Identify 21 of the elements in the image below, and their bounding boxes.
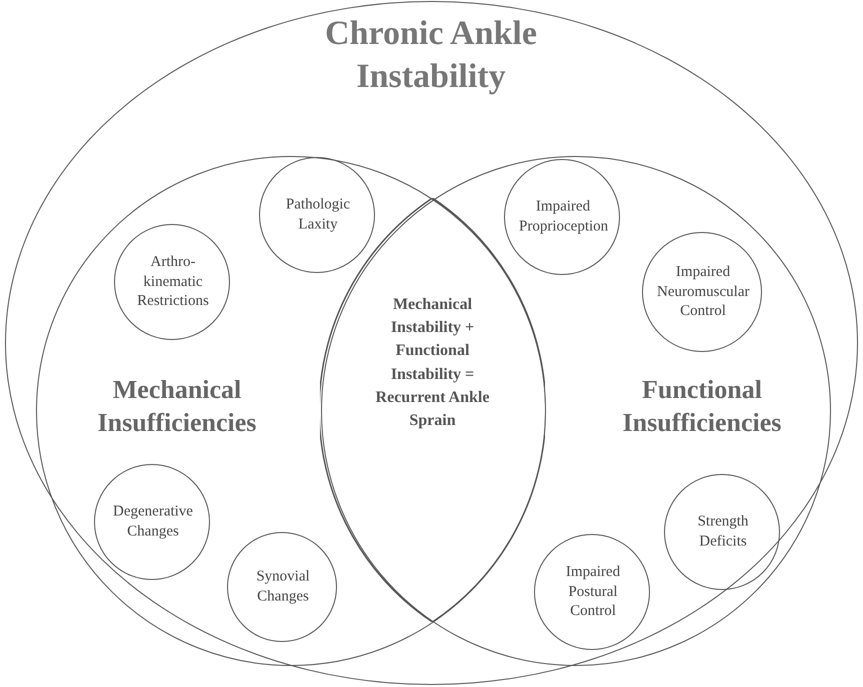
factor-circle [227, 532, 337, 642]
factor-circle [259, 157, 375, 273]
circle-label: Impaired Neuromuscular Control [657, 262, 749, 321]
overlap-label: Mechanical Instability + Functional Instability = Recurrent Ankle Sprain [374, 295, 490, 431]
circle-label: Impaired Proprioception [519, 198, 607, 236]
circle-label: Impaired Postural Control [564, 562, 622, 621]
factor-circle [114, 224, 230, 340]
group-title: Functional Insufficiencies [622, 374, 782, 438]
factor-circle [94, 464, 210, 580]
outer-title: Chronic Ankle Instability [324, 14, 538, 96]
circle-label: Arthro- kinematic Restrictions [136, 252, 210, 311]
outer-ellipse [5, 1, 858, 685]
factor-circle [664, 474, 780, 590]
factor-circle [504, 159, 620, 275]
circle-label: Degenerative Changes [112, 502, 194, 541]
factor-circle [534, 534, 650, 650]
group-title: Mechanical Insufficiencies [96, 374, 258, 438]
circle-label: Pathologic Laxity [284, 196, 352, 234]
circle-label: Synovial Changes [255, 568, 311, 606]
factor-circle [642, 232, 762, 352]
circle-label: Strength Deficits [696, 512, 750, 551]
